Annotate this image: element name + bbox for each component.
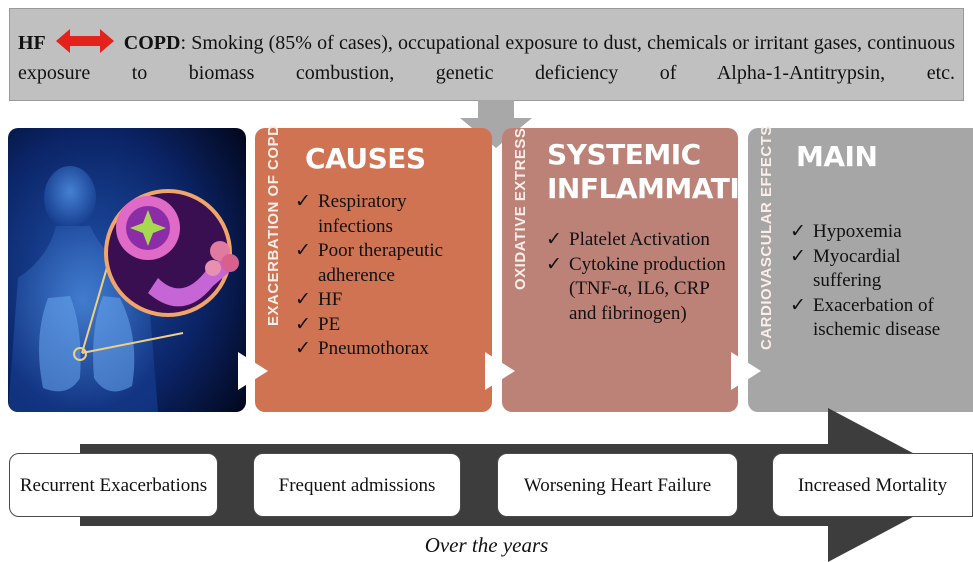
list-item: ✓HF [295, 288, 485, 313]
checkmark-icon: ✓ [546, 253, 562, 275]
outcome-box-increased-mortality: Increased Mortality [772, 453, 973, 517]
timeline-caption: Over the years [424, 533, 549, 557]
causes-list: ✓Respiratory infections ✓Poor therapeuti… [295, 190, 485, 362]
banner-text: HF COPD: Smoking (85% of cases), occupati… [18, 29, 955, 86]
double-arrow-icon [55, 29, 114, 60]
checkmark-icon: ✓ [295, 313, 311, 335]
list-item: ✓Poor therapeutic adherence [295, 240, 444, 286]
checkmark-icon: ✓ [295, 191, 311, 212]
lung-illustration [8, 128, 246, 412]
systemic-heading: SYSTEMIC INFLAMMATION [547, 138, 786, 205]
risk-factor-banner: HF COPD: Smoking (85% of cases), occupati… [9, 8, 964, 101]
checkmark-icon: ✓ [295, 289, 311, 310]
banner-description: : Smoking (85% of cases), occupational e… [18, 32, 955, 84]
outcome-box-worsening-heart-failure: Worsening Heart Failure [497, 453, 738, 517]
flow-arrow-icon [485, 352, 515, 390]
list-item: ✓Cytokine production (TNF-α, IL6, CRP an… [546, 253, 726, 324]
systemic-side-label: OXIDATIVE EXTRESS [512, 127, 529, 290]
effects-list: ✓Hypoxemia ✓Myocardial suffering ✓Exacer… [790, 220, 972, 343]
list-item: ✓Myocardial suffering [790, 245, 901, 292]
down-arrow-icon [460, 100, 532, 148]
list-item: ✓Pneumothorax [295, 337, 485, 362]
checkmark-icon: ✓ [295, 338, 311, 359]
main-heading: MAIN [796, 140, 878, 173]
cardiovascular-effects-card: CARDIOVASCULAR EFFECTS MAIN ✓Hypoxemia ✓… [748, 125, 973, 412]
checkmark-icon: ✓ [790, 221, 806, 242]
flow-arrow-icon [238, 352, 268, 390]
outcome-box-frequent-admissions: Frequent admissions [253, 453, 461, 517]
checkmark-icon: ✓ [295, 240, 311, 261]
causes-heading: CAUSES [305, 142, 426, 175]
systemic-inflammation-card: OXIDATIVE EXTRESS SYSTEMIC INFLAMMATION … [502, 127, 786, 412]
causes-side-label: EXACERBATION OF COPD [265, 124, 282, 326]
checkmark-icon: ✓ [790, 245, 806, 267]
causes-card: EXACERBATION OF COPD CAUSES ✓Respiratory… [255, 124, 492, 412]
outcome-box-recurrent-exacerbations: Recurrent Exacerbations [9, 453, 218, 517]
flow-arrow-icon [731, 352, 761, 390]
copd-term: COPD [123, 32, 181, 54]
checkmark-icon: ✓ [790, 294, 806, 316]
hf-term: HF [18, 32, 46, 54]
list-item: ✓Respiratory infections [295, 191, 407, 237]
list-item: ✓PE [295, 313, 485, 338]
cardiovascular-side-label: CARDIOVASCULAR EFFECTS [758, 125, 775, 350]
systemic-list: ✓Platelet Activation ✓Cytokine productio… [546, 228, 734, 326]
list-item: ✓Exacerbation of ischemic disease [790, 294, 941, 341]
checkmark-icon: ✓ [546, 229, 562, 250]
list-item: ✓Platelet Activation [546, 228, 734, 253]
list-item: ✓Hypoxemia [790, 220, 972, 245]
